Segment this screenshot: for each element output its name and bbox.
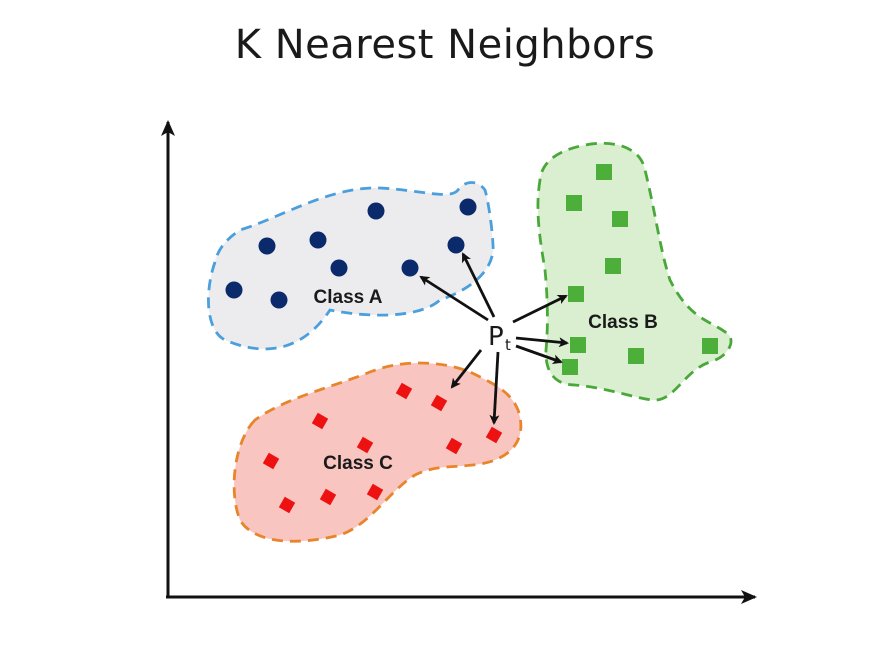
neighbor-arrows bbox=[419, 252, 569, 425]
arrow-to-class-c-1 bbox=[450, 349, 483, 389]
class-a-region bbox=[207, 181, 495, 351]
query-point-subscript: t bbox=[505, 336, 511, 354]
arrow-to-class-c-2 bbox=[489, 351, 500, 425]
class-c-region bbox=[232, 361, 523, 543]
class-b-points bbox=[562, 164, 718, 375]
class-b-label: Class B bbox=[588, 312, 658, 333]
arrow-to-class-a-2 bbox=[461, 252, 496, 318]
arrow-to-class-a-1 bbox=[419, 275, 489, 322]
arrow-to-class-b-1 bbox=[512, 294, 568, 324]
arrow-to-class-b-3 bbox=[515, 344, 563, 365]
arrow-to-class-b-2 bbox=[515, 336, 569, 348]
query-point-label: P bbox=[488, 322, 504, 352]
class-a-label: Class A bbox=[314, 287, 383, 308]
class-a-points bbox=[225, 198, 477, 309]
class-c-label: Class C bbox=[323, 453, 393, 474]
diagram-title: K Nearest Neighbors bbox=[234, 22, 656, 68]
class-c-points bbox=[262, 382, 503, 514]
class-b-region bbox=[536, 141, 733, 402]
